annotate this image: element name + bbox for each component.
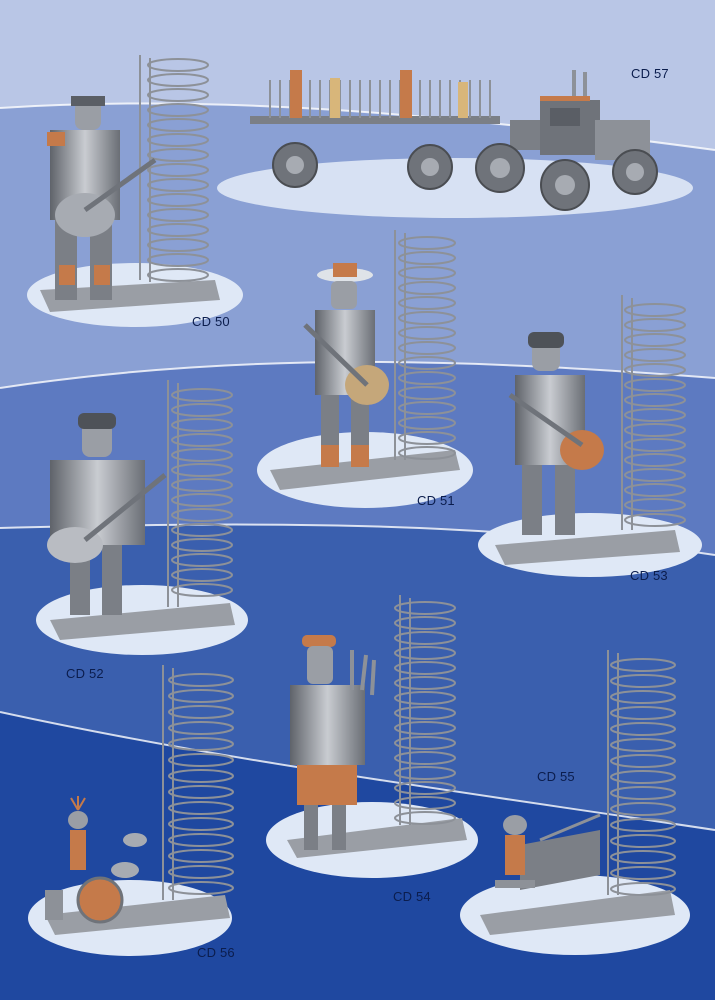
product-pianist-cd55 (460, 650, 690, 955)
product-code-cd55: CD 55 (537, 769, 575, 784)
product-guitarist-cd52 (36, 380, 248, 655)
product-guitarist-cd53 (478, 295, 702, 577)
product-guitarist-cd51 (257, 230, 473, 508)
product-code-cd57: CD 57 (631, 66, 669, 81)
product-truck-cd57 (217, 70, 693, 218)
product-code-cd54: CD 54 (393, 889, 431, 904)
product-code-cd56: CD 56 (197, 945, 235, 960)
product-code-cd51: CD 51 (417, 493, 455, 508)
product-drummer-cd56 (28, 665, 234, 956)
product-code-cd52: CD 52 (66, 666, 104, 681)
product-code-cd53: CD 53 (630, 568, 668, 583)
product-guitarist-cd50 (27, 55, 243, 327)
product-code-cd50: CD 50 (192, 314, 230, 329)
product-bagpiper-cd54 (266, 595, 478, 878)
